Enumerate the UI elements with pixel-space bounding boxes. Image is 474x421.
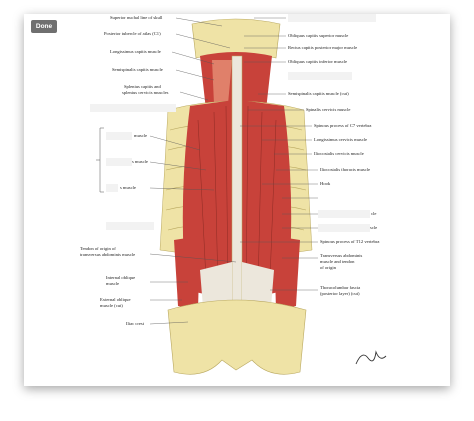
label-iliocostalis-thoracis: Iliocostalis thoracis muscle: [320, 167, 371, 172]
label-tendon-line1: Tendon of origin of: [80, 246, 116, 251]
label-iliac-crest: Iliac crest: [126, 321, 144, 326]
done-button[interactable]: Done: [31, 20, 57, 33]
answer-blank[interactable]: [106, 222, 154, 230]
label-posterior-tubercle: Posterior tubercle of atlas (C1): [104, 31, 161, 36]
label-transversus-line1: Transversus abdominis: [320, 253, 363, 258]
label-partial-muscle-2: s muscle: [132, 159, 148, 164]
answer-blank[interactable]: [318, 210, 370, 218]
label-partial-scle: scle: [370, 225, 378, 230]
label-thoracolumbar-line2: (posterior layer) (cut): [320, 291, 360, 296]
label-splenius-line2: splenius cervicis muscles: [122, 90, 169, 95]
answer-blank[interactable]: [318, 224, 370, 232]
label-internal-oblique-line1: Internal oblique: [106, 275, 136, 280]
label-semispinalis-cut: Semispinalis capitis muscle (cut): [288, 91, 349, 96]
label-longissimus-capitis: Longissimus capitis muscle: [110, 49, 161, 54]
label-internal-oblique-line2: muscle: [106, 281, 120, 286]
label-obliquus-superior: Obliquus capitis superior muscle: [288, 33, 349, 38]
label-iliocostalis-cervicis: Iliocostalis cervicis muscle: [314, 151, 364, 156]
answer-blank[interactable]: [106, 158, 132, 166]
label-partial-cle: cle: [371, 211, 377, 216]
answer-blank[interactable]: [106, 132, 132, 140]
label-superior-nuchal: Superior nuchal line of skull: [110, 15, 163, 20]
answer-blank[interactable]: [288, 72, 352, 80]
answer-blank[interactable]: [106, 184, 118, 192]
label-transversus-line2: muscle and tendon: [320, 259, 355, 264]
label-external-oblique-line2: muscle (cut): [100, 303, 123, 308]
label-partial-muscle-3: s muscle: [120, 185, 136, 190]
answer-blank[interactable]: [90, 104, 176, 112]
answer-blank[interactable]: [288, 14, 376, 22]
label-hook: Hook: [320, 181, 331, 186]
label-obliquus-inferior: Obliquus capitis inferior muscle: [288, 59, 348, 64]
label-spinous-c7: Spinous process of C7 vertebra: [314, 123, 372, 128]
label-transversus-line3: of origin: [320, 265, 336, 270]
label-external-oblique-line1: External oblique: [100, 297, 131, 302]
label-spinous-t12: Spinous process of T12 vertebra: [320, 239, 380, 244]
label-semispinalis-capitis: Semispinalis capitis muscle: [112, 67, 163, 72]
label-longissimus-cervicis: Longissimus cervicis muscle: [314, 137, 368, 142]
label-thoracolumbar-line1: Thoracolumbar fascia: [320, 285, 361, 290]
label-tendon-line2: transversus abdominis muscle: [80, 252, 136, 257]
label-splenius-line1: Splenius capitis and: [124, 84, 161, 89]
label-partial-muscle-1: muscle: [134, 133, 148, 138]
label-spinalis-cervicis: Spinalis cervicis muscle: [306, 107, 351, 112]
label-rectus-major: Rectus capitis posterior major muscle: [288, 45, 358, 50]
